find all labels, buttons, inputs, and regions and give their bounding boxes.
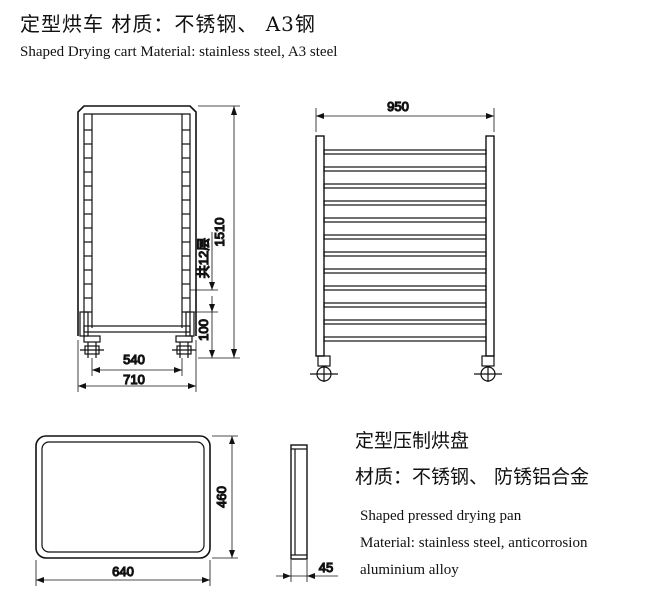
cart-title-english: Shaped Drying cart Material: stainless s… — [20, 44, 338, 60]
side-rail — [323, 234, 487, 240]
side-rails — [323, 149, 487, 342]
side-rail — [323, 217, 487, 223]
shelf-supports-right — [182, 129, 190, 313]
dim-540-label: 540 — [123, 352, 145, 367]
side-rail — [323, 285, 487, 291]
cart-title-chinese: 定型烘车 材质：不锈钢、 A3钢 — [20, 12, 316, 36]
wheel-left — [80, 335, 104, 358]
dim-710-label: 710 — [123, 372, 145, 387]
cart-front-view: 1510 共12层 100 540 710 — [77, 105, 240, 392]
side-rail — [323, 183, 487, 189]
pan-title-chinese: 定型压制烘盘 — [355, 430, 470, 452]
dim-460-label: 460 — [214, 486, 229, 508]
shelf-supports-left — [84, 129, 92, 313]
wheel-right — [172, 335, 196, 358]
side-rail — [323, 200, 487, 206]
dim-45-label: 45 — [319, 560, 333, 575]
pan-title-english: Shaped pressed drying pan — [360, 508, 522, 524]
dim-layers-label: 共12层 — [196, 238, 211, 278]
side-rail — [323, 251, 487, 257]
dim-100-label: 100 — [196, 319, 211, 341]
side-rail — [323, 336, 487, 342]
side-rail — [323, 302, 487, 308]
side-rail — [323, 149, 487, 155]
side-rail — [323, 268, 487, 274]
pan-top-view: 460 640 — [35, 435, 238, 586]
pan-material-chinese: 材质：不锈钢、 防锈铝合金 — [355, 466, 590, 488]
side-rail — [323, 319, 487, 325]
cart-side-view: 950 — [310, 98, 502, 382]
pan-material-english: Material: stainless steel, anticorrosion — [360, 535, 588, 551]
dim-1510-label: 1510 — [212, 218, 227, 247]
pan-material-english-cont: aluminium alloy — [360, 562, 459, 578]
dim-640-label: 640 — [112, 564, 134, 579]
dim-950-label: 950 — [387, 99, 409, 114]
side-rail — [323, 166, 487, 172]
pan-side-view: 45 — [276, 444, 338, 582]
